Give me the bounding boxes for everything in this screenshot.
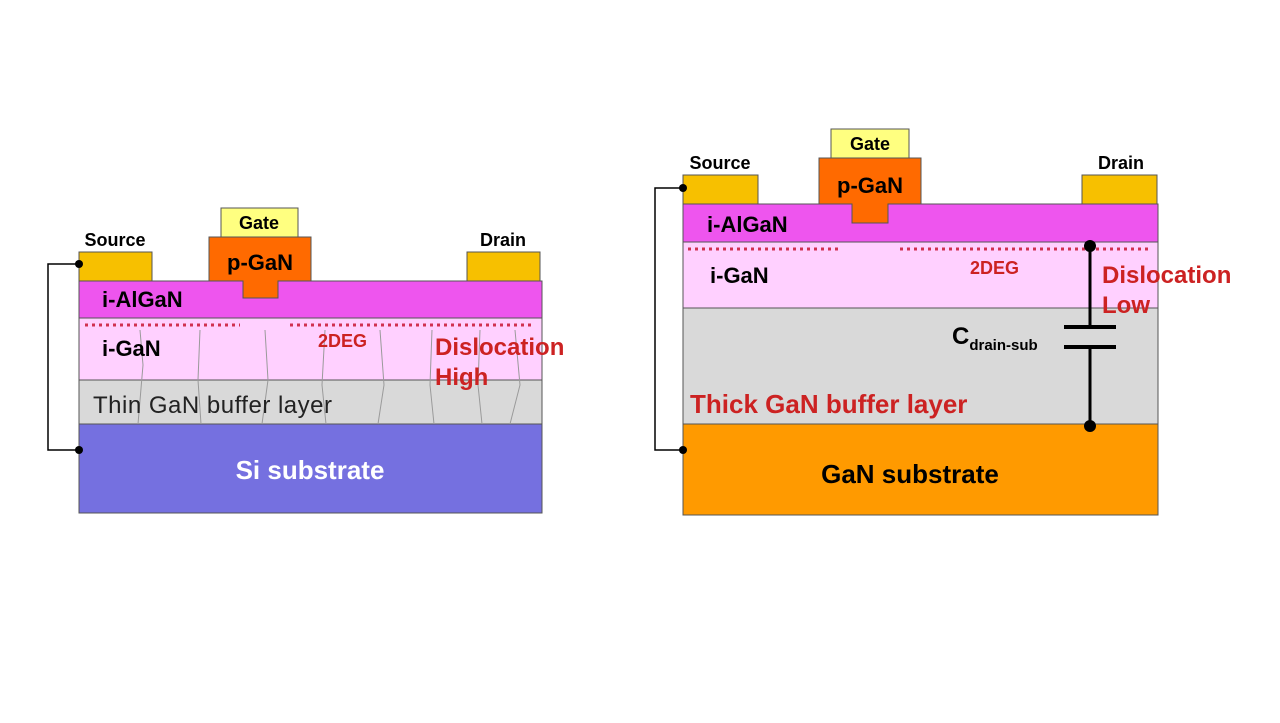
left-dislocation-level-label: High [435,364,488,391]
right-2deg-label: 2DEG [970,258,1019,278]
left-source-label: Source [84,230,145,250]
left-source-contact [78,251,153,282]
left-algan-layer [78,280,543,319]
left-p-gan-block [208,236,312,299]
left-gate-label: Gate [239,213,279,233]
right-substrate-label: GaN substrate [821,459,999,489]
right-dislocation-label: Dislocation [1102,262,1231,289]
left-substrate-label: Si substrate [236,455,385,485]
left-device: Gate p-GaN Source Drain i-AlGaN i-GaN 2D… [47,207,564,514]
left-source-wire [47,263,79,451]
left-buffer-label: Thin GaN buffer layer [93,392,333,419]
left-algan-label: i-AlGaN [102,287,183,312]
right-drain-label: Drain [1098,153,1144,173]
right-gate-contact [830,128,910,159]
right-wire-dot-bottom [679,446,687,454]
right-gate-label: Gate [850,134,890,154]
right-gan-substrate [682,423,1159,516]
left-2deg-label: 2DEG [318,331,367,351]
right-source-wire [654,187,683,451]
right-drain-contact [1081,174,1158,205]
left-gate-contact [220,207,299,238]
right-algan-label: i-AlGaN [707,212,788,237]
right-p-gan-block [818,157,922,224]
left-wire-dot-bottom [75,446,83,454]
right-source-label: Source [689,153,750,173]
left-buffer-layer [78,379,543,425]
left-dislocation-label: Dislocation [435,334,564,361]
right-wire-dot-top [679,184,687,192]
left-drain-label: Drain [480,230,526,250]
left-si-substrate [78,423,543,514]
left-wire-dot-top [75,260,83,268]
right-device: Gate p-GaN Source Drain i-AlGaN i-GaN 2D… [654,128,1231,516]
left-drain-contact [466,251,541,282]
left-gan-label: i-GaN [102,336,161,361]
right-gan-label: i-GaN [710,263,769,288]
left-dislocation-lines [137,329,521,425]
right-buffer-label: Thick GaN buffer layer [690,389,967,419]
capacitor-symbol [1064,240,1116,432]
capacitor-label: Cdrain-sub [952,323,1038,354]
right-algan-layer [682,203,1159,243]
right-source-contact [682,174,759,205]
right-p-gan-label: p-GaN [837,173,903,198]
left-p-gan-label: p-GaN [227,250,293,275]
right-dislocation-level-label: Low [1102,292,1150,319]
